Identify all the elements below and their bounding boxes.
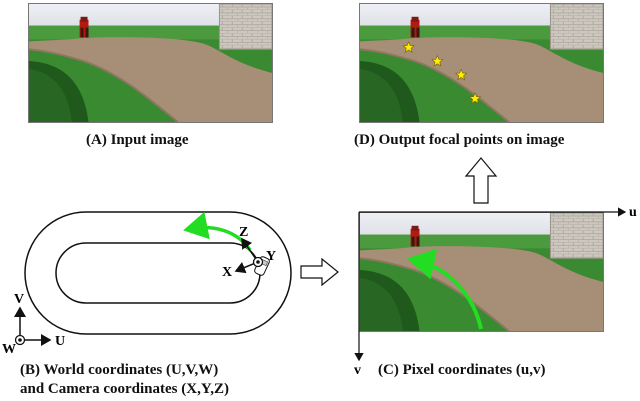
camera-axes <box>234 237 264 274</box>
camera-axis-y-label: Y <box>266 249 276 264</box>
caption-input-image: (A) Input image <box>86 132 189 148</box>
input-image-panel <box>28 3 273 123</box>
camera-axis-z-label: Z <box>239 225 248 240</box>
pixel-axes <box>354 207 627 362</box>
up-arrow-icon <box>464 157 498 204</box>
world-axis-u-label: U <box>55 334 65 349</box>
road-scene-image <box>360 213 603 331</box>
caption-output-focal-points: (D) Output focal points on image <box>354 132 565 148</box>
caption-world-camera-line1: (B) World coordinates (U,V,W) <box>20 362 219 378</box>
track-outer-boundary <box>24 211 292 335</box>
world-axis-v-label: V <box>14 292 24 307</box>
projected-trajectory <box>406 248 483 330</box>
caption-pixel-coordinates: (C) Pixel coordinates (u,v) <box>378 362 546 378</box>
caption-world-camera-line2: and Camera coordinates (X,Y,Z) <box>20 381 230 397</box>
output-focal-points-panel <box>359 3 604 123</box>
pixel-axis-u-label: u <box>629 205 637 220</box>
camera-axis-x-label: X <box>222 265 232 280</box>
world-axes <box>14 306 52 346</box>
right-arrow-icon <box>300 257 339 287</box>
world-axis-w-label: W <box>2 342 16 357</box>
pixel-axis-v-label: v <box>354 363 361 378</box>
